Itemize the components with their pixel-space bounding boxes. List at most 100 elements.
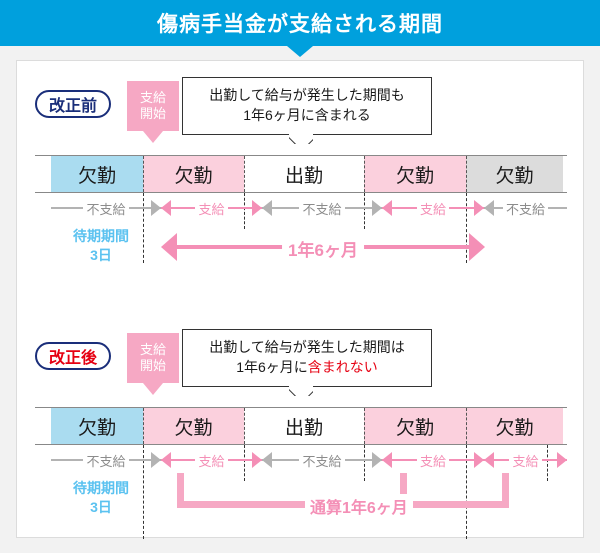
payment-start-pointer-icon	[143, 383, 163, 395]
waiting-period-line1: 待期期間	[73, 480, 129, 496]
waiting-period-line1: 待期期間	[73, 228, 129, 244]
arrow-head-left-icon	[161, 200, 171, 216]
arrow-head-left-icon	[382, 200, 392, 216]
payment-start-line1: 支給	[139, 89, 166, 105]
payment-status-item: 不支給	[262, 195, 382, 221]
payment-status-label: 不支給	[83, 198, 129, 218]
guide-line	[244, 445, 245, 481]
timeline-divider	[143, 156, 144, 192]
arrow-head-right-icon	[474, 200, 484, 216]
payment-start-pointer-icon	[143, 131, 163, 143]
callout-line-2: 1年6ヶ月に含まれる	[189, 105, 425, 125]
timeline-segment: 欠勤	[143, 156, 244, 192]
arrow-head-right-icon	[557, 452, 567, 468]
timeline-divider	[244, 156, 245, 192]
guide-line	[143, 445, 144, 539]
duration-span-label: 1年6ヶ月	[282, 236, 364, 261]
callout-tail-icon	[289, 132, 313, 144]
callout-line-2: 1年6ヶ月に含まれない	[189, 357, 425, 377]
timeline-bar-after: 欠勤 欠勤 出勤 欠勤 欠勤	[35, 407, 567, 445]
payment-start-tag-before: 支給 開始	[127, 81, 179, 131]
payment-status-item: 不支給	[51, 195, 161, 221]
timeline-segment: 欠勤	[364, 408, 466, 444]
payment-status-label: 支給	[416, 198, 449, 218]
bracket-leg	[177, 473, 184, 507]
timeline-segment: 欠勤	[143, 408, 244, 444]
guide-line	[364, 445, 365, 481]
payment-start-line2: 開始	[139, 358, 166, 373]
badge-after-revision: 改正後	[35, 342, 111, 370]
arrow-head-left-icon	[382, 452, 392, 468]
payment-status-item: 支給	[161, 195, 262, 221]
callout-tail-icon	[289, 384, 313, 396]
arrow-head-right-icon	[372, 452, 382, 468]
timeline-bar-before: 欠勤 欠勤 出勤 欠勤 欠勤	[35, 155, 567, 193]
payment-status-item: 支給	[382, 447, 484, 473]
arrow-head-right-icon	[372, 200, 382, 216]
guide-line	[547, 445, 548, 481]
timeline-segment: 欠勤	[466, 408, 563, 444]
callout-line-2-emphasis: 含まれない	[307, 359, 378, 376]
payment-status-label: 不支給	[83, 450, 129, 470]
timeline-segment: 欠勤	[51, 156, 143, 192]
page-header-banner: 傷病手当金が支給される期間	[0, 0, 600, 46]
callout-bubble-before: 出勤して給与が発生した期間も 1年6ヶ月に含まれる	[182, 77, 432, 135]
bracket-base	[177, 501, 305, 508]
span-arrow-head-right-icon	[469, 233, 485, 261]
payment-status-label: 不支給	[502, 198, 548, 218]
timeline-segment: 欠勤	[364, 156, 466, 192]
bracket-base	[400, 501, 509, 508]
timeline-divider	[364, 156, 365, 192]
timeline-segment: 出勤	[244, 156, 364, 192]
payment-status-item: 不支給	[51, 447, 161, 473]
bracket-leg	[400, 473, 407, 507]
payment-status-item: 支給	[161, 447, 262, 473]
payment-start-line1: 支給	[139, 341, 166, 357]
payment-status-label: 支給	[416, 450, 449, 470]
badge-before-revision: 改正前	[35, 90, 111, 118]
payment-status-label: 支給	[195, 198, 228, 218]
arrow-head-left-icon	[262, 200, 272, 216]
duration-span-arrow-before: 1年6ヶ月	[161, 233, 485, 261]
arrow-head-left-icon	[484, 200, 494, 216]
payment-status-label: 支給	[195, 450, 228, 470]
payment-status-label: 不支給	[299, 198, 345, 218]
guide-line	[244, 193, 245, 229]
payment-status-row-after: 不支給 支給 不支給 支給	[35, 447, 567, 473]
timeline-divider	[466, 408, 467, 444]
payment-start-tag-after: 支給 開始	[127, 333, 179, 383]
guide-line	[364, 193, 365, 229]
waiting-period-line2: 3日	[90, 498, 112, 515]
arrow-head-left-icon	[484, 452, 494, 468]
callout-line-2-plain: 1年6ヶ月に	[236, 359, 308, 376]
timeline-divider	[244, 408, 245, 444]
payment-status-label: 支給	[509, 450, 542, 470]
payment-status-row-before: 不支給 支給 不支給 支給	[35, 195, 567, 221]
timeline-segment: 出勤	[244, 408, 364, 444]
payment-status-item: 不支給	[484, 195, 567, 221]
waiting-period-label-before: 待期期間 3日	[53, 227, 149, 265]
diagram-card: 改正前 支給 開始 出勤して給与が発生した期間も 1年6ヶ月に含まれる 欠勤 欠…	[16, 60, 585, 539]
payment-status-item: 支給	[484, 447, 567, 473]
arrow-head-right-icon	[474, 452, 484, 468]
bracket-leg	[502, 473, 509, 507]
arrow-head-right-icon	[151, 200, 161, 216]
callout-line-2-plain: 1年6ヶ月に含まれる	[243, 107, 371, 124]
section-before-revision: 改正前 支給 開始 出勤して給与が発生した期間も 1年6ヶ月に含まれる 欠勤 欠…	[17, 61, 585, 287]
section-after-revision: 改正後 支給 開始 出勤して給与が発生した期間は 1年6ヶ月に含まれない 欠勤 …	[17, 313, 585, 539]
timeline-divider	[466, 156, 467, 192]
payment-status-item: 支給	[382, 195, 484, 221]
timeline-divider	[143, 408, 144, 444]
span-arrow-head-left-icon	[161, 233, 177, 261]
arrow-head-right-icon	[151, 452, 161, 468]
timeline-divider	[364, 408, 365, 444]
arrow-head-right-icon	[252, 200, 262, 216]
callout-bubble-after: 出勤して給与が発生した期間は 1年6ヶ月に含まれない	[182, 329, 432, 387]
arrow-head-left-icon	[262, 452, 272, 468]
arrow-head-left-icon	[161, 452, 171, 468]
arrow-head-right-icon	[252, 452, 262, 468]
guide-line	[466, 445, 467, 539]
waiting-period-line2: 3日	[90, 246, 112, 263]
total-duration-label: 通算1年6ヶ月	[305, 494, 413, 518]
badge-before-label: 改正前	[48, 98, 97, 115]
